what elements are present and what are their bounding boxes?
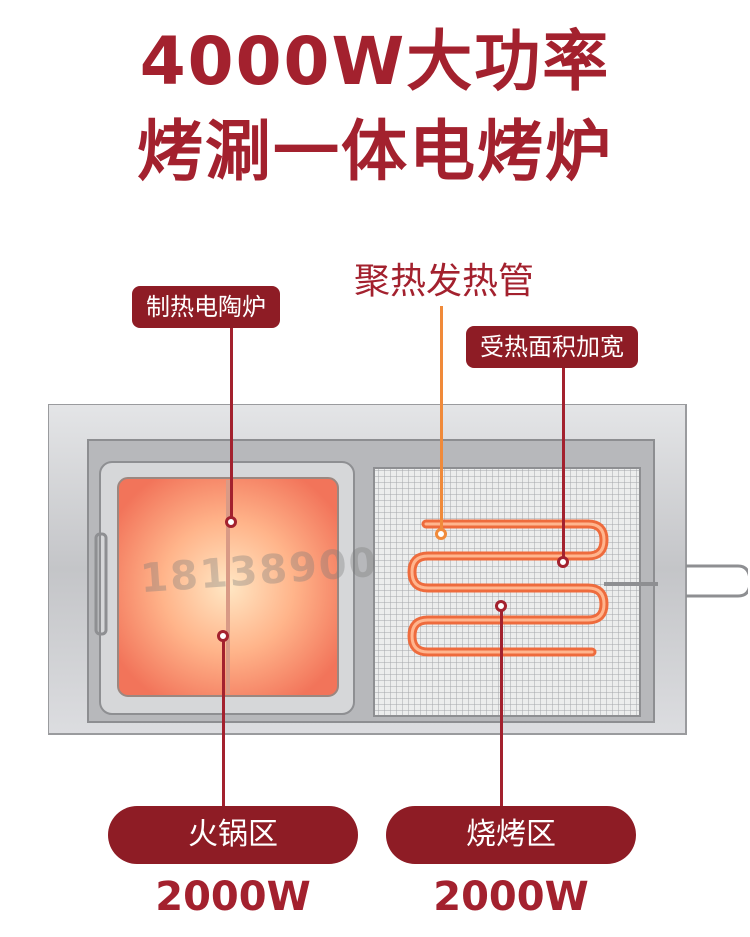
headline-line-2: 烤涮一体电烤炉 (137, 113, 613, 190)
headline-line-1: 4000W大功率 (139, 23, 611, 100)
leader-dot-tube (435, 528, 447, 540)
zone-label-grill: 烧烤区 (386, 806, 636, 864)
callout-wider-area: 受热面积加宽 (466, 326, 638, 368)
zone-label-hotpot: 火锅区 (108, 806, 358, 864)
leader-line-tube (440, 306, 443, 530)
callout-ceramic-stove: 制热电陶炉 (132, 286, 280, 328)
leader-dot-wider (557, 556, 569, 568)
leader-line-ceramic (230, 328, 233, 520)
callout-heating-tube: 聚热发热管 (354, 261, 535, 302)
zone-power-hotpot: 2000W (155, 874, 311, 920)
grill-product-image (48, 404, 748, 735)
leader-dot-grill (495, 600, 507, 612)
leader-line-hotpot (222, 636, 225, 806)
leader-dot-hotpot (217, 630, 229, 642)
leader-line-wider (562, 368, 565, 560)
zone-power-grill: 2000W (433, 874, 589, 920)
leader-dot-ceramic-top (225, 516, 237, 528)
leader-line-grill (500, 606, 503, 806)
